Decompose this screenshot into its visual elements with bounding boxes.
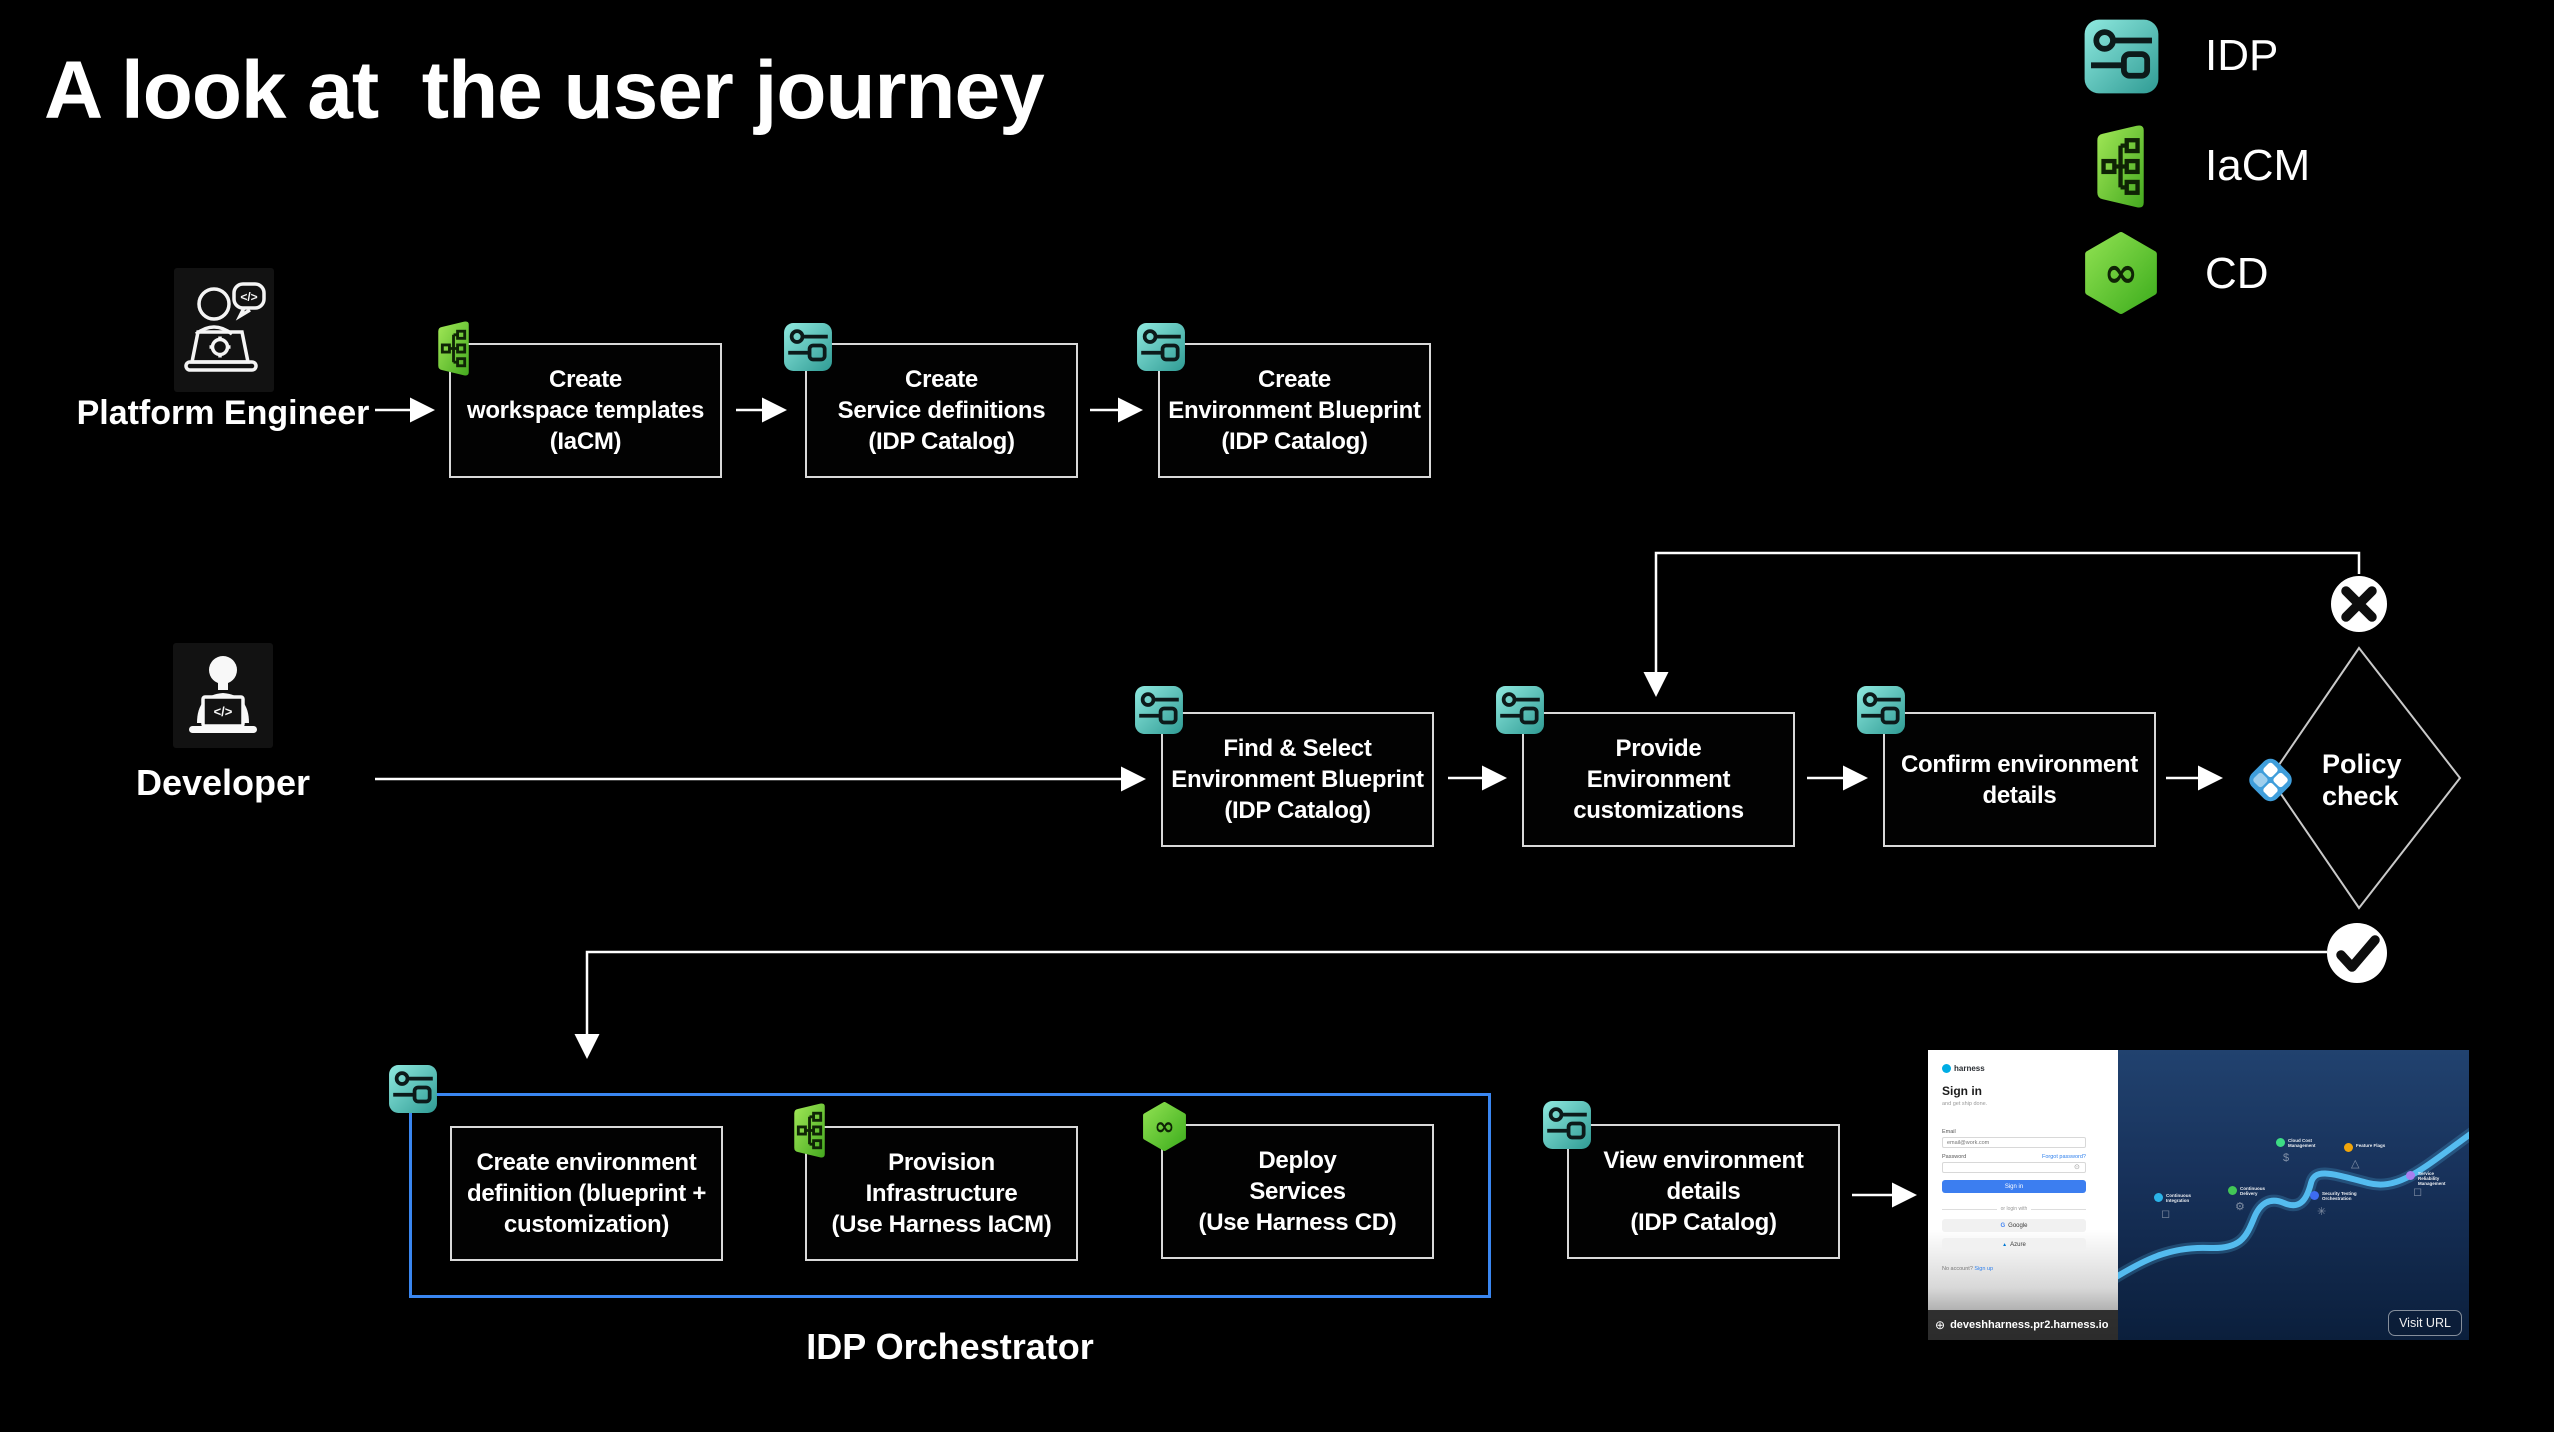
divider-text: or login with (2000, 1206, 2028, 1212)
idp-orchestrator-label: IDP Orchestrator (806, 1326, 1094, 1367)
journey-road-graphic (2118, 1127, 2469, 1283)
module-dot (2310, 1191, 2319, 1200)
module-ghost-icon: ✳ (2317, 1206, 2327, 1218)
policy-fail-icon (2331, 576, 2387, 632)
idp-legend-icon (2083, 18, 2160, 95)
harness-logo: harness (1942, 1064, 1985, 1073)
node-create-environment-definition: Create environment definition (blueprint… (450, 1126, 723, 1261)
azure-login-label: Azure (2010, 1241, 2026, 1248)
node-create-environment-blueprint: Create Environment Blueprint (IDP Catalo… (1158, 343, 1431, 478)
module-dot (2228, 1186, 2237, 1195)
node-confirm-environment-details: Confirm environment details (1883, 712, 2156, 847)
developer-icon (173, 643, 273, 748)
harness-logo-icon (1942, 1064, 1951, 1073)
policy-check-label: Policy check (2322, 749, 2402, 811)
azure-login-button[interactable]: ▲Azure (1942, 1238, 2086, 1251)
password-field[interactable] (1942, 1162, 2086, 1173)
idp-orchestrator-frame (409, 1093, 1491, 1298)
edge-policy-fail-loop (1643, 551, 2361, 697)
module-ghost-icon: ⚙ (2235, 1201, 2245, 1213)
module-label: Continuous Integration (2166, 1193, 2191, 1203)
legend-label-cd: CD (2205, 249, 2269, 298)
node-provision-infrastructure: Provision Infrastructure (Use Harness Ia… (805, 1126, 1078, 1261)
iacm-icon (786, 1100, 831, 1161)
module-label: Security Testing Orchestration (2322, 1191, 2357, 1201)
visit-url-button[interactable]: Visit URL (2388, 1310, 2462, 1336)
preview-url: deveshharness.pr2.harness.io (1950, 1319, 2109, 1331)
password-eye-icon[interactable]: ⊙ (2074, 1164, 2080, 1171)
page-title: A look at the user journey (44, 45, 1045, 136)
policy-engine-icon (2242, 751, 2299, 809)
platform-engineer-label: Platform Engineer (76, 394, 370, 432)
legend-label-idp: IDP (2205, 31, 2279, 80)
signup-link[interactable]: Sign up (1974, 1266, 1994, 1272)
idp-icon (1136, 322, 1186, 372)
idp-icon (783, 322, 833, 372)
cd-legend-icon (2080, 227, 2162, 319)
signin-panel: harness Sign in and get ship done. Email… (1928, 1050, 2118, 1340)
login-divider: or login with (1942, 1206, 2086, 1212)
node-find-select-environment-blueprint: Find & Select Environment Blueprint (IDP… (1161, 712, 1434, 847)
password-label: Password (1942, 1154, 1967, 1160)
module-ghost-icon: ◻ (2413, 1186, 2423, 1198)
cd-icon (1140, 1102, 1189, 1151)
url-bar[interactable]: ⊕ deveshharness.pr2.harness.io (1928, 1310, 2118, 1340)
signin-subtitle: and get ship done. (1942, 1101, 1988, 1107)
signin-button[interactable]: Sign in (1942, 1180, 2086, 1193)
module-dot (2154, 1193, 2163, 1202)
node-create-workspace-templates: Create workspace templates (IaCM) (449, 343, 722, 478)
node-provide-environment-customizations: Provide Environment customizations (1522, 712, 1795, 847)
module-ghost-icon: △ (2351, 1158, 2360, 1170)
module-dot (2276, 1138, 2285, 1147)
module-label: Cloud Cost Management (2288, 1138, 2316, 1148)
idp-icon (1133, 685, 1185, 735)
no-account-text: No account? Sign up (1942, 1266, 1993, 1272)
idp-icon (1494, 685, 1546, 735)
google-icon: G (2000, 1222, 2006, 1229)
legend-label-iacm: IaCM (2205, 141, 2311, 190)
node-view-environment-details: View environment details (IDP Catalog) (1567, 1124, 1840, 1259)
module-label: Feature Flags (2356, 1143, 2386, 1148)
iacm-legend-icon (2085, 118, 2153, 215)
forgot-password-link[interactable]: Forgot password? (2041, 1154, 2086, 1160)
idp-icon (1541, 1100, 1593, 1150)
no-account-label: No account? (1942, 1266, 1975, 1272)
google-login-label: Google (2008, 1222, 2028, 1229)
iacm-icon (430, 318, 475, 379)
azure-icon: ▲ (2002, 1241, 2008, 1248)
module-ghost-icon: ◻ (2161, 1208, 2171, 1220)
idp-icon (388, 1064, 438, 1114)
idp-icon (1855, 685, 1907, 735)
email-label: Email (1942, 1129, 1956, 1135)
email-field[interactable] (1942, 1137, 2086, 1148)
journey-map-panel: Continuous Integration ◻ Continuous Deli… (2118, 1050, 2469, 1340)
globe-icon: ⊕ (1935, 1318, 1946, 1332)
signin-title: Sign in (1942, 1084, 1982, 1098)
module-label: Service Reliability Management (2418, 1171, 2446, 1186)
module-ghost-icon: $ (2283, 1152, 2290, 1164)
policy-pass-icon (2327, 923, 2387, 983)
harness-logo-text: harness (1954, 1064, 1985, 1073)
module-dot (2344, 1143, 2353, 1152)
module-label: Continuous Delivery (2240, 1186, 2265, 1196)
node-create-service-definitions: Create Service definitions (IDP Catalog) (805, 343, 1078, 478)
platform-engineer-icon (174, 268, 274, 392)
harness-signin-preview: harness Sign in and get ship done. Email… (1928, 1050, 2469, 1340)
edge-policy-pass-to-orchestrator (574, 950, 2327, 1059)
module-dot (2406, 1171, 2415, 1180)
developer-label: Developer (135, 762, 311, 803)
node-deploy-services: Deploy Services (Use Harness CD) (1161, 1124, 1434, 1259)
